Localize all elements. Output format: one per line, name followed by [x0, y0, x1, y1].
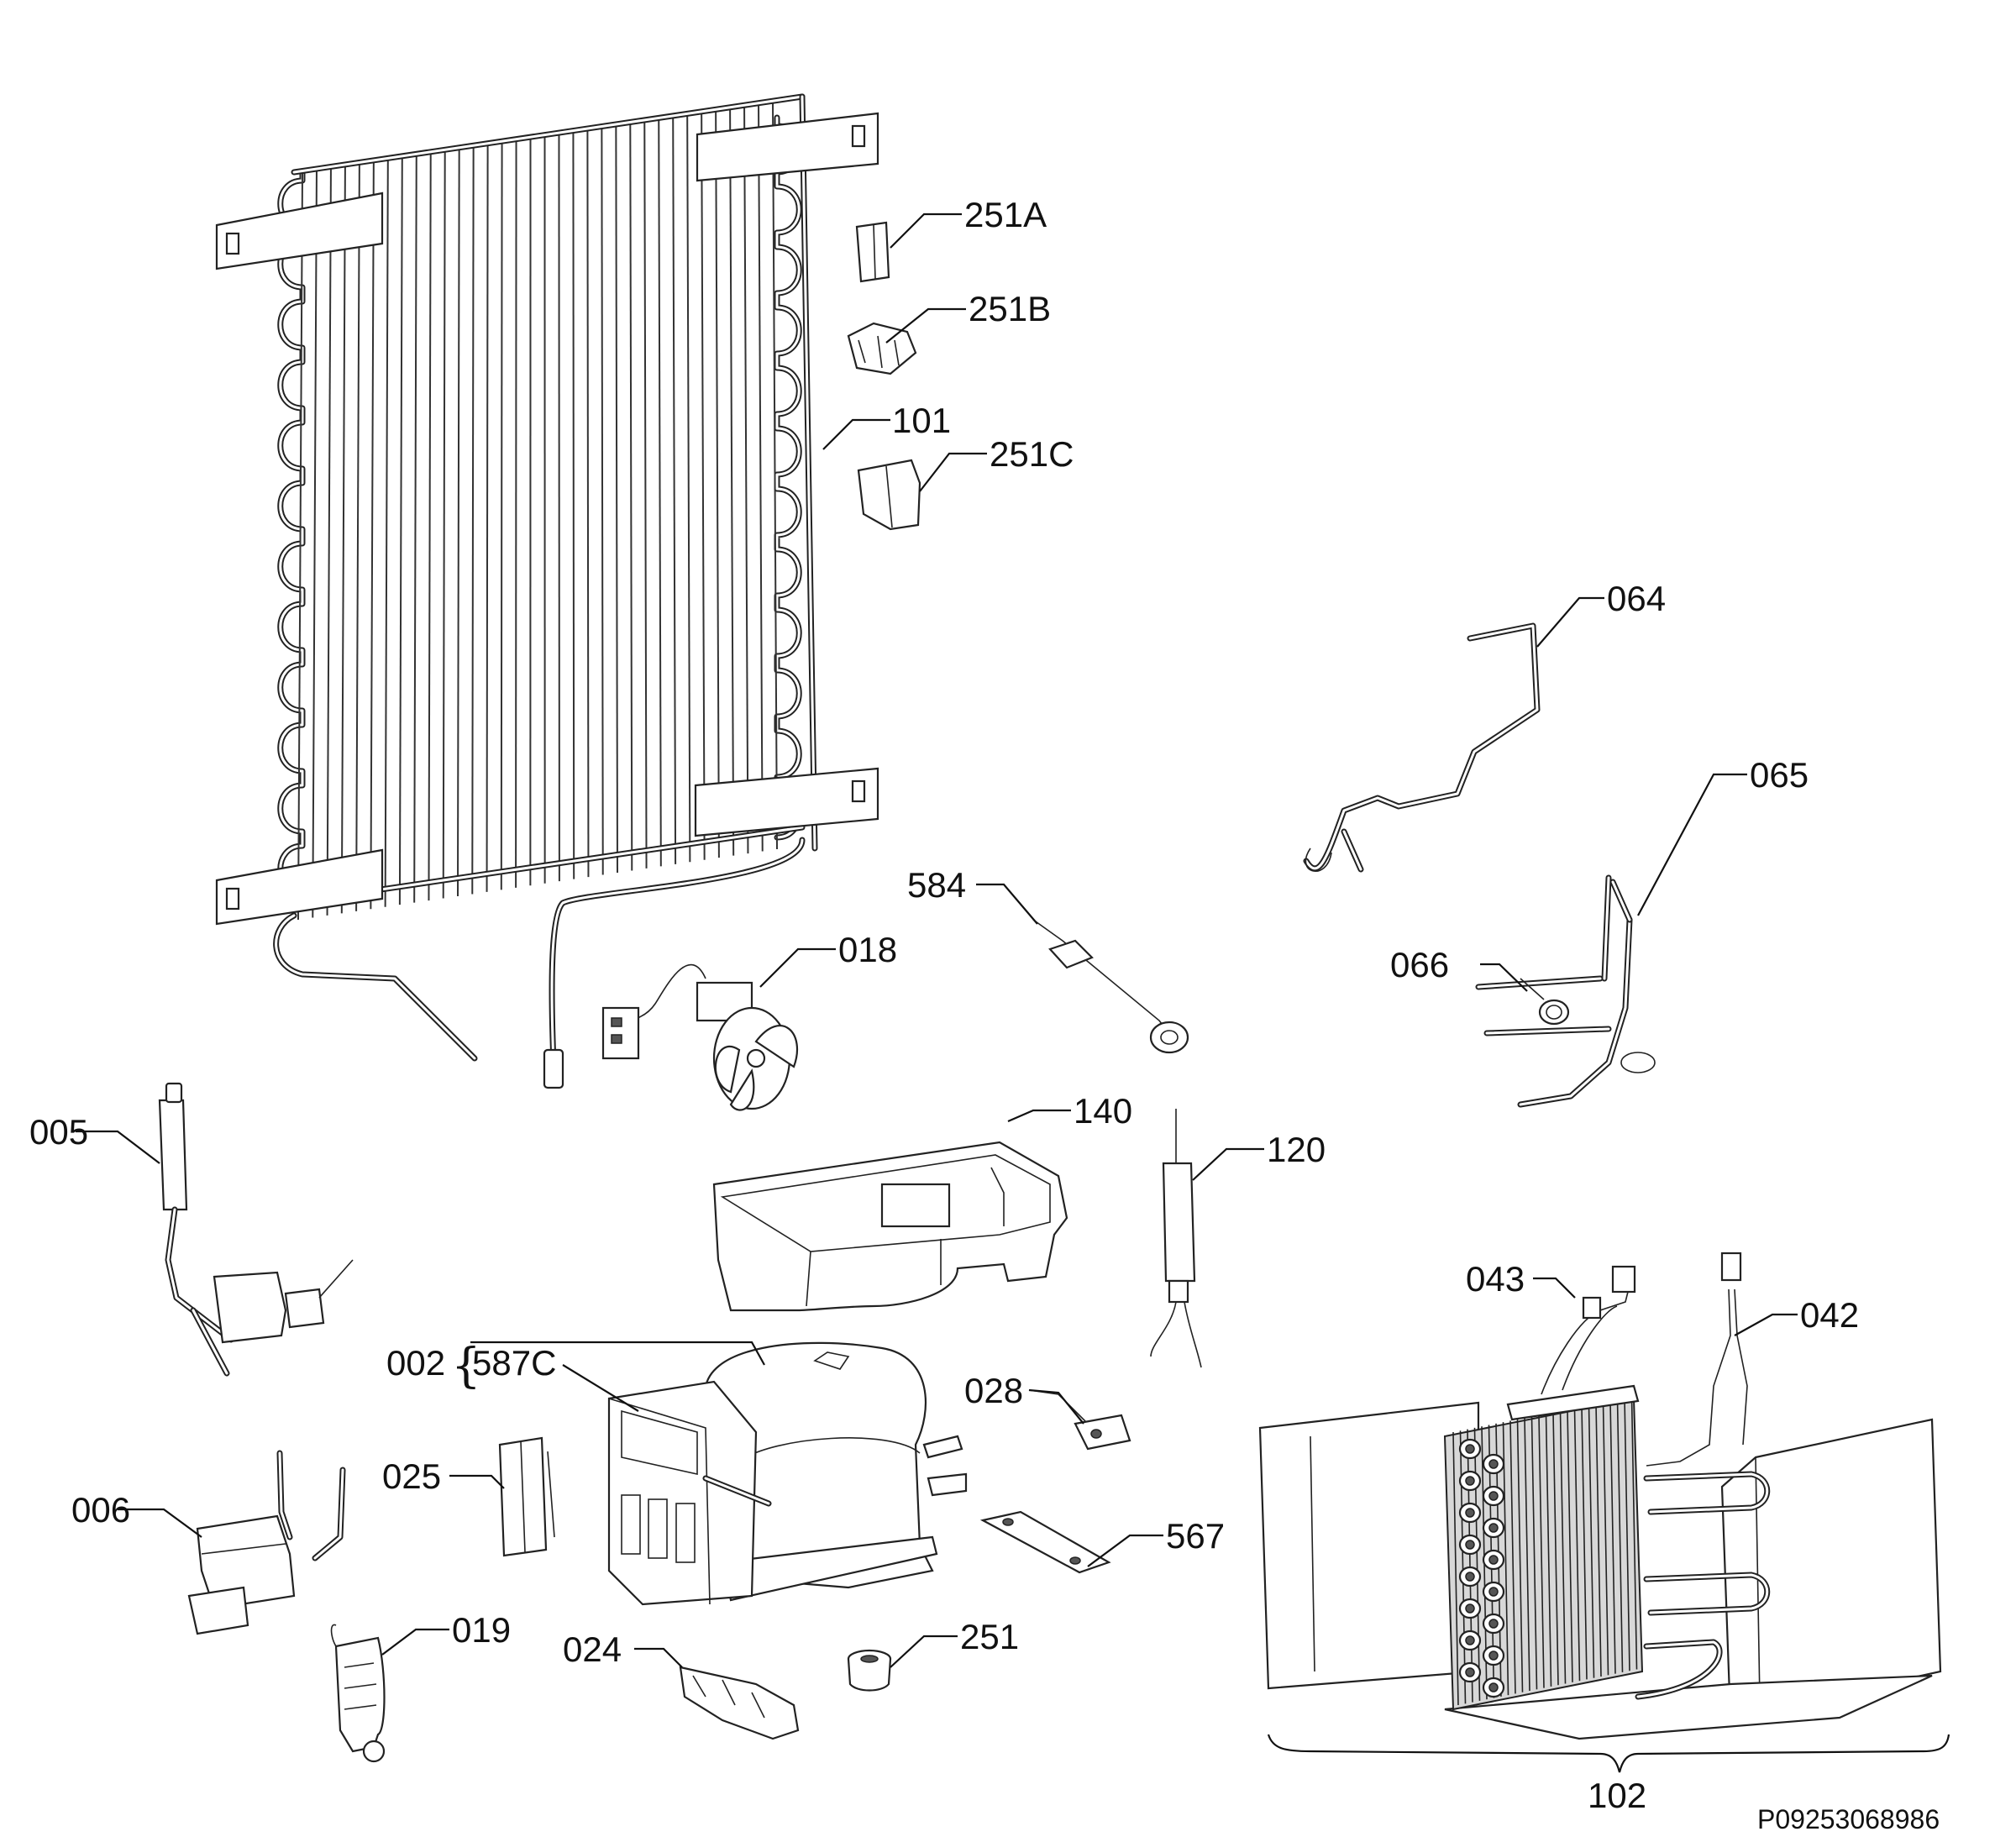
- drip-tray-140: [712, 1141, 1068, 1312]
- part-025: [498, 1436, 555, 1557]
- label-120: 120: [1267, 1130, 1326, 1169]
- label-043: 043: [1466, 1259, 1525, 1299]
- label-005: 005: [29, 1112, 88, 1152]
- label-042: 042: [1800, 1295, 1859, 1335]
- label-019: 019: [452, 1610, 511, 1650]
- spring-066: [1520, 978, 1570, 1026]
- label-587C: 587C: [472, 1343, 556, 1383]
- plate-567: [979, 1510, 1111, 1574]
- label-024: 024: [563, 1629, 622, 1669]
- label-251A: 251A: [964, 195, 1047, 234]
- sensor-584: [1032, 919, 1189, 1054]
- part-labels: 251A 251B 101 251C 064 065 066 584 018 0…: [29, 195, 1940, 1834]
- drier-120: [1150, 1109, 1202, 1368]
- label-002: 002: [386, 1343, 445, 1383]
- clip-251A: [855, 221, 890, 283]
- label-251: 251: [960, 1617, 1019, 1656]
- label-025: 025: [382, 1456, 441, 1496]
- label-101: 101: [892, 401, 951, 440]
- label-584: 584: [907, 865, 966, 905]
- condenser-101: [215, 93, 879, 1089]
- compressor-002: [607, 1341, 968, 1606]
- label-251B: 251B: [969, 289, 1051, 328]
- label-065: 065: [1750, 755, 1809, 795]
- valve-006: [187, 1450, 346, 1635]
- part-028: [1028, 1389, 1131, 1451]
- label-066: 066: [1390, 945, 1449, 984]
- label-102: 102: [1588, 1776, 1646, 1815]
- document-number: P09253068986: [1757, 1804, 1940, 1834]
- label-567: 567: [1166, 1516, 1225, 1556]
- label-018: 018: [838, 930, 897, 969]
- grommet-251: [847, 1649, 892, 1692]
- label-140: 140: [1074, 1091, 1132, 1131]
- leader-lines: [76, 213, 1798, 1668]
- bracket-024: [679, 1666, 800, 1740]
- svg-text:{: {: [451, 1339, 481, 1393]
- label-028: 028: [964, 1371, 1023, 1410]
- clip-251B: [847, 322, 917, 375]
- fan-motor-018: [601, 963, 799, 1111]
- drier-005: [158, 1082, 354, 1377]
- tube-065: [1475, 874, 1656, 1108]
- label-064: 064: [1607, 579, 1666, 618]
- heater-019: [330, 1624, 386, 1763]
- tube-064: [1303, 622, 1541, 873]
- evaporator-102: [1258, 1252, 1950, 1773]
- clip-251C: [857, 459, 921, 531]
- label-006: 006: [71, 1490, 130, 1530]
- label-251C: 251C: [990, 434, 1074, 474]
